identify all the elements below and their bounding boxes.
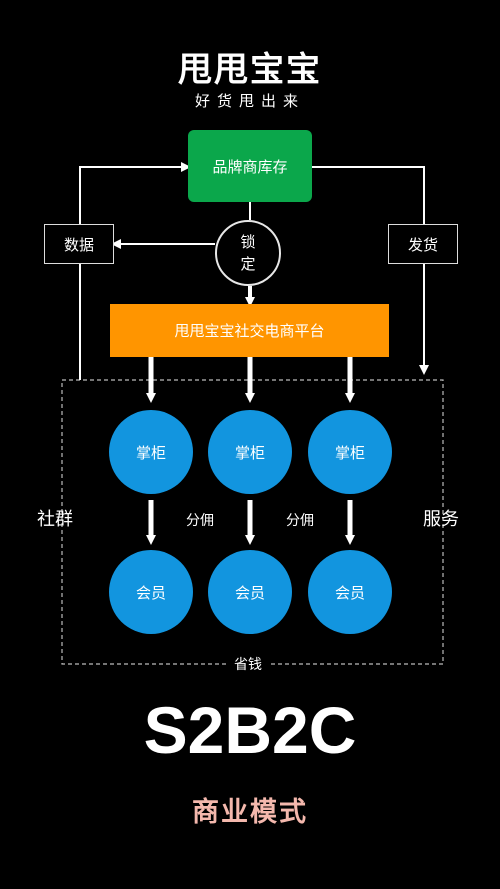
ship-box: 发货 xyxy=(388,224,458,264)
commission-label: 分佣 xyxy=(186,513,214,529)
brand-slogan: 好货甩出来 xyxy=(194,92,305,110)
community-label: 社群 xyxy=(37,509,73,530)
service-label: 服务 xyxy=(423,509,459,530)
commission-label: 分佣 xyxy=(286,513,314,529)
member-node: 会员 xyxy=(308,550,392,634)
shopkeeper-node: 掌柜 xyxy=(109,410,193,494)
member-node: 会员 xyxy=(208,550,292,634)
save-money-label: 省钱 xyxy=(226,654,270,674)
data-return-line xyxy=(79,162,191,380)
lock-node: 锁定 xyxy=(215,220,281,286)
model-title: S2B2C xyxy=(143,693,357,767)
shopkeeper-node: 掌柜 xyxy=(208,410,292,494)
platform-node: 甩甩宝宝社交电商平台 xyxy=(110,304,389,357)
lock-label: 锁定 xyxy=(240,233,256,273)
shopkeeper-node: 掌柜 xyxy=(308,410,392,494)
member-node: 会员 xyxy=(109,550,193,634)
ship-line xyxy=(312,166,429,375)
brand-logo: 甩甩宝宝 xyxy=(178,50,322,90)
model-subtitle: 商业模式 xyxy=(192,797,308,828)
data-box: 数据 xyxy=(44,224,114,264)
inventory-node: 品牌商库存 xyxy=(188,130,312,202)
